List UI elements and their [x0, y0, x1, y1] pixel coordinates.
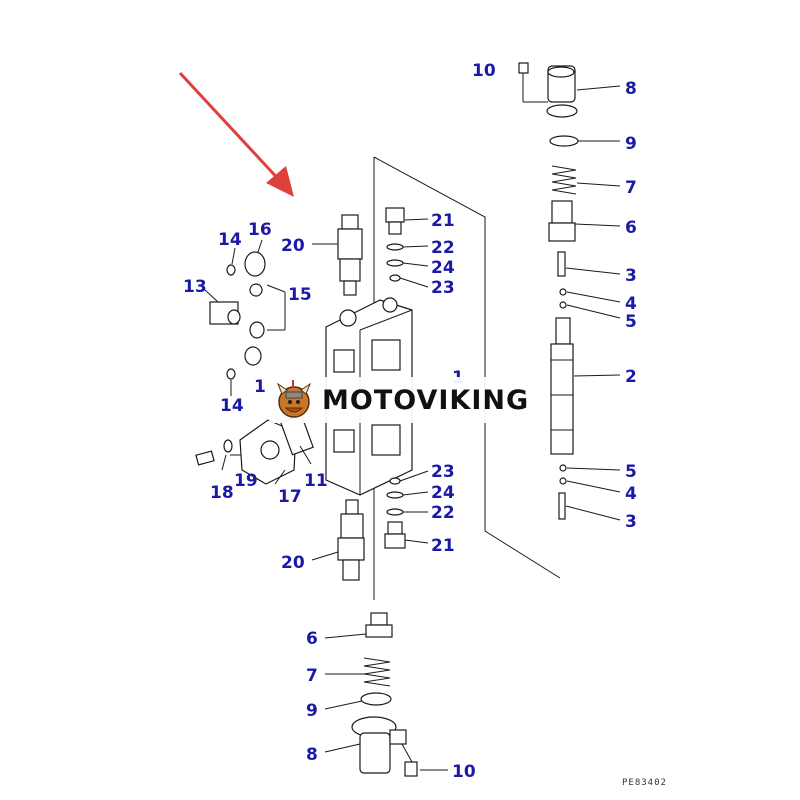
callout-21-top: 21 — [431, 211, 455, 231]
callout-14-bottom: 14 — [220, 396, 244, 416]
callout-5-top: 5 — [625, 312, 637, 332]
pin-3-top — [557, 251, 566, 277]
seal-parts-left — [204, 239, 286, 396]
leader-lines-right — [565, 85, 621, 521]
spring-7-bottom — [325, 657, 391, 687]
callout-4-top: 4 — [625, 294, 637, 314]
callout-20-top: 20 — [281, 236, 305, 256]
callout-3-bottom: 3 — [625, 512, 637, 532]
ball-5-bottom — [559, 464, 567, 472]
callout-21-bottom: 21 — [431, 536, 455, 556]
callout-1-left: 1 — [254, 377, 266, 397]
callout-18: 18 — [210, 483, 234, 503]
cover-8-top — [546, 65, 578, 118]
relief-valve-20-top — [337, 214, 363, 296]
callout-8-bottom: 8 — [306, 745, 318, 765]
o-ring-9-bottom — [324, 692, 392, 710]
spool-2 — [550, 317, 574, 455]
callout-6-bottom: 6 — [306, 629, 318, 649]
callout-9-bottom: 9 — [306, 701, 318, 721]
callout-8-top: 8 — [625, 79, 637, 99]
cover-8-bottom — [324, 716, 407, 774]
callout-7-bottom: 7 — [306, 666, 318, 686]
drawing-code: PE83402 — [622, 778, 667, 788]
viking-logo-icon — [276, 380, 312, 418]
callout-2: 2 — [625, 367, 637, 387]
bolt-10-top — [518, 62, 548, 103]
callout-3-top: 3 — [625, 266, 637, 286]
cover-17-assembly — [195, 414, 314, 485]
callout-14-top: 14 — [218, 230, 242, 250]
spring-7-top — [551, 165, 577, 195]
callout-24-bottom: 24 — [431, 483, 455, 503]
plug-21-bottom — [384, 470, 429, 549]
callout-11: 11 — [304, 471, 328, 491]
ball-5-top — [559, 301, 567, 309]
callout-22-top: 22 — [431, 238, 455, 258]
callout-10-top: 10 — [472, 61, 496, 81]
callout-19: 19 — [234, 471, 258, 491]
callout-22-bottom: 22 — [431, 503, 455, 523]
callout-15: 15 — [288, 285, 312, 305]
plug-21-top — [385, 207, 429, 288]
callout-17: 17 — [278, 487, 302, 507]
ball-4-top — [559, 288, 567, 296]
callout-16: 16 — [248, 220, 272, 240]
relief-valve-20-bottom — [311, 499, 365, 581]
callout-23-bottom: 23 — [431, 462, 455, 482]
callout-6-top: 6 — [625, 218, 637, 238]
bolt-10-bottom — [401, 743, 448, 777]
callout-24-top: 24 — [431, 258, 455, 278]
callout-10-bottom: 10 — [452, 762, 476, 782]
pin-3-bottom — [558, 492, 566, 520]
callout-numbers: 10 8 9 7 6 3 4 5 2 5 4 3 21 22 24 23 20 … — [183, 61, 637, 782]
callout-7-top: 7 — [625, 178, 637, 198]
callout-13: 13 — [183, 277, 207, 297]
o-ring-9-top — [549, 135, 579, 147]
watermark-banner: MOTOVIKING — [268, 377, 536, 423]
callout-4-bottom: 4 — [625, 484, 637, 504]
retainer-6-bottom — [324, 612, 393, 639]
callout-20-bottom: 20 — [281, 553, 305, 573]
red-pointer-arrow — [178, 71, 294, 197]
watermark-text: MOTOVIKING — [322, 384, 530, 416]
retainer-6-top — [548, 200, 576, 242]
callout-5-bottom: 5 — [625, 462, 637, 482]
ball-4-bottom — [559, 477, 567, 485]
callout-9-top: 9 — [625, 134, 637, 154]
callout-23-top: 23 — [431, 278, 455, 298]
